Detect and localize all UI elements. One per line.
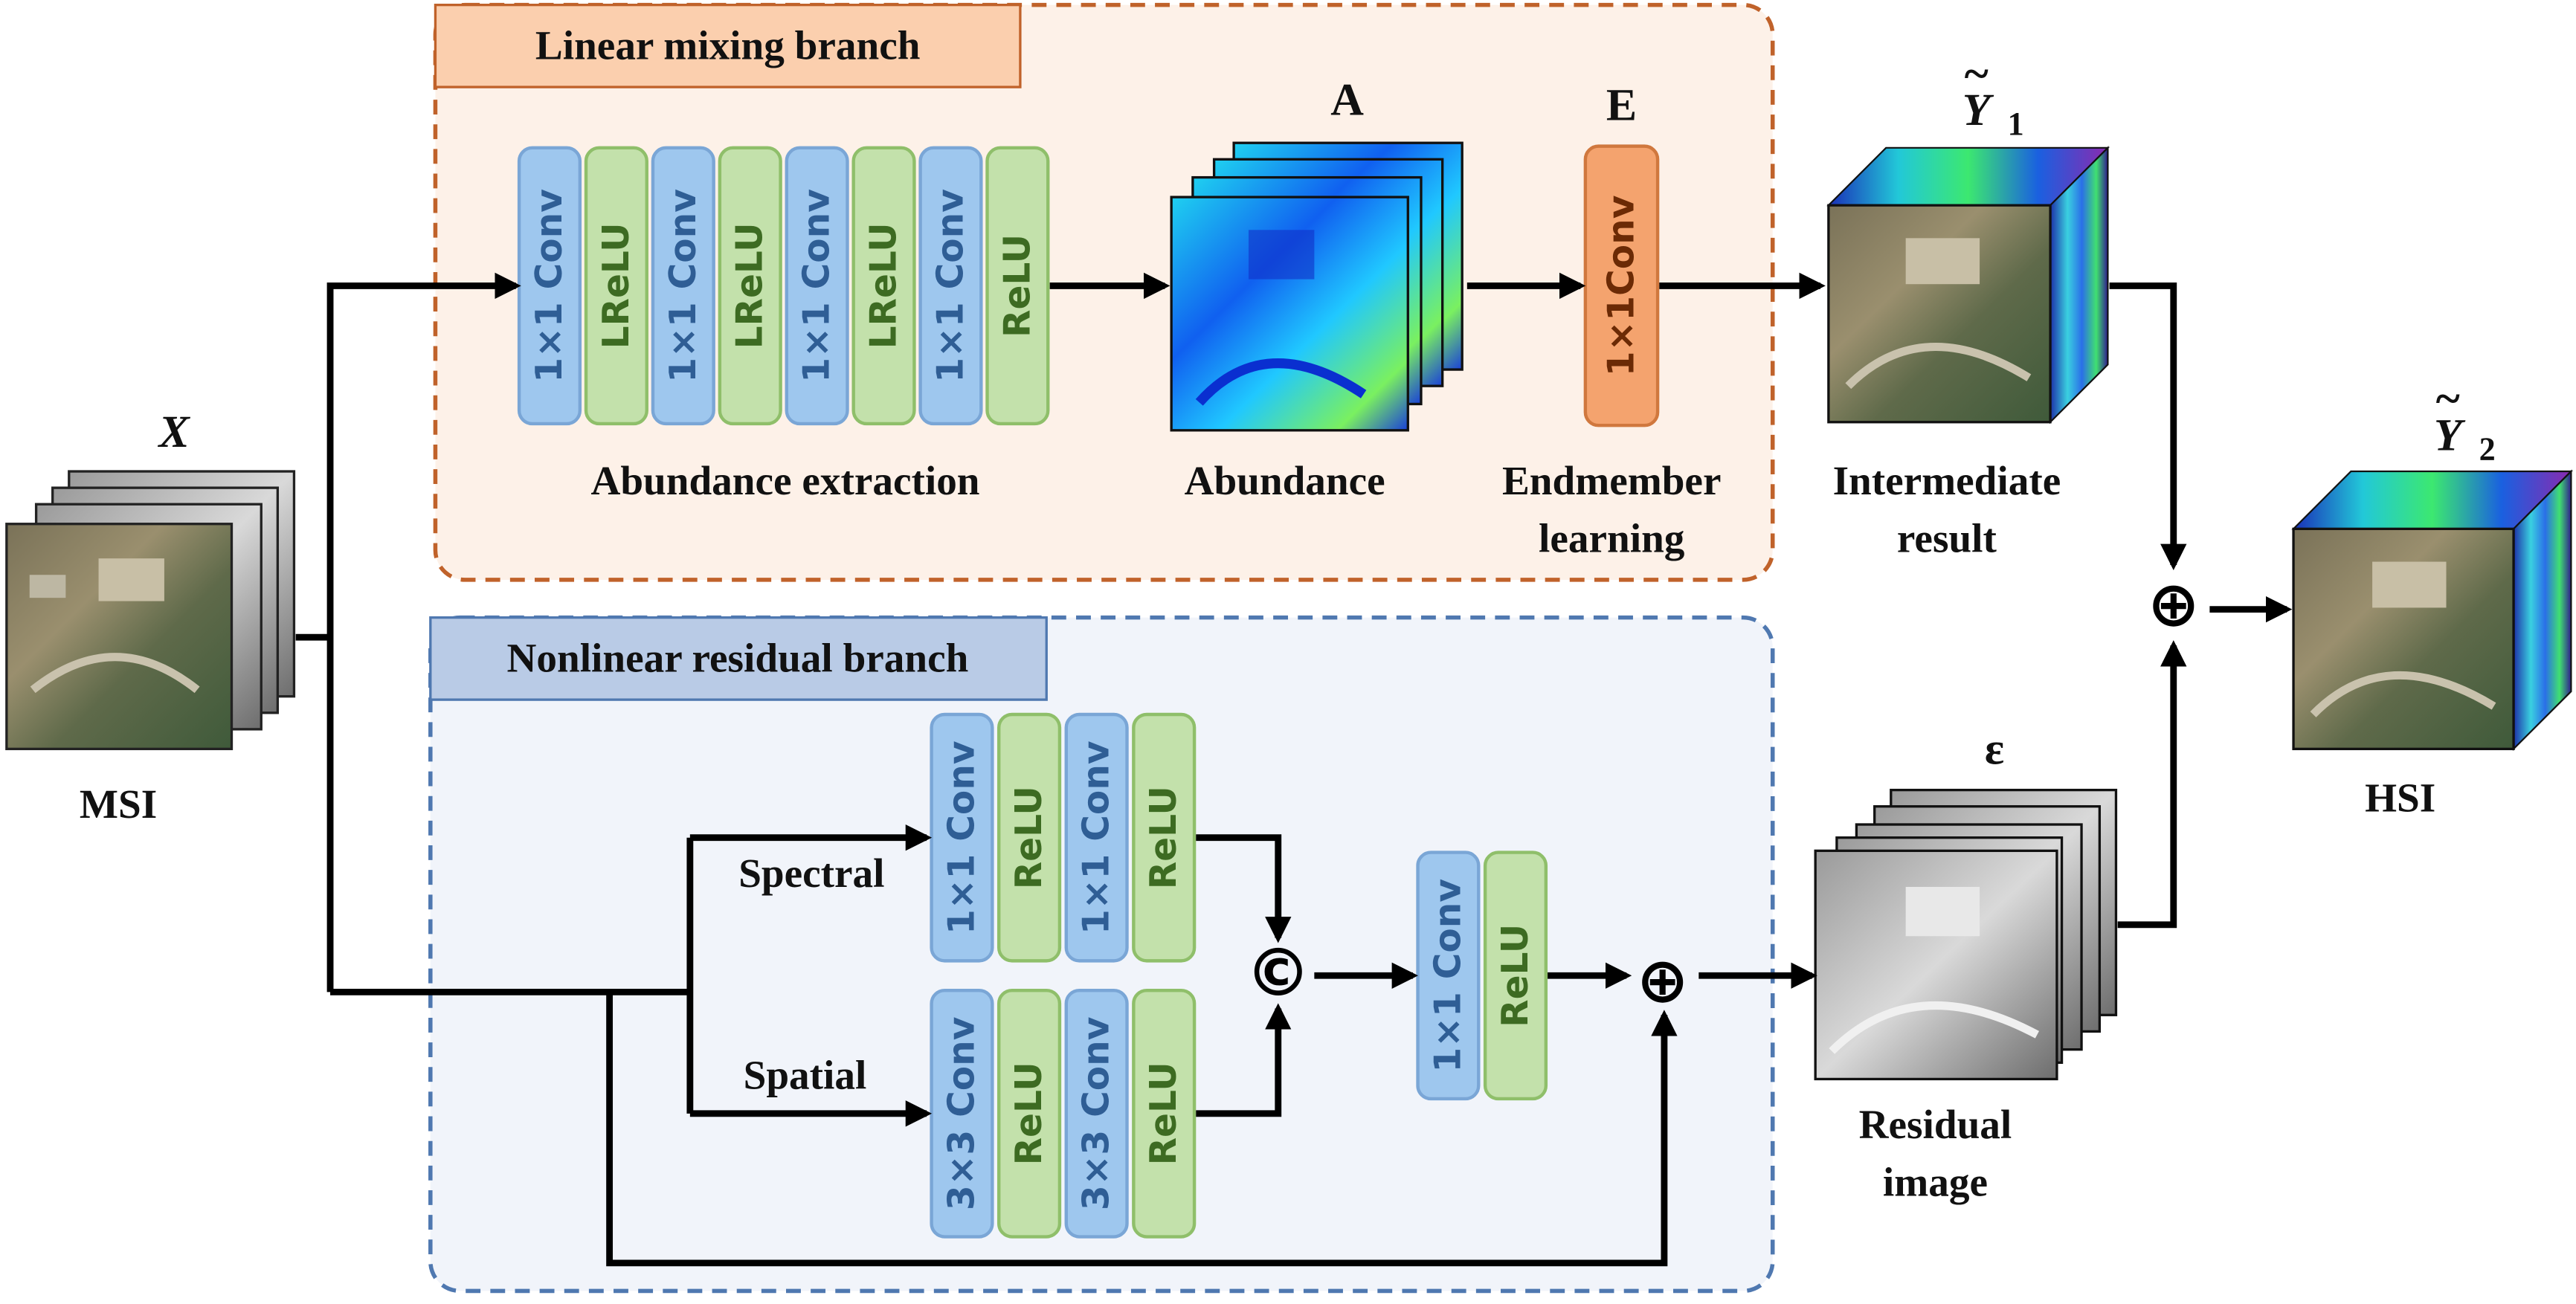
residual-label-line2: image [1883, 1159, 1988, 1204]
intermediate-label-line2: result [1897, 515, 1997, 561]
block-label: 1×1 Conv [663, 189, 704, 383]
activation-block: ReLU [1132, 712, 1197, 963]
block-label: 3×3 Conv [941, 1017, 982, 1211]
block-label: 1×1 Conv [1427, 879, 1469, 1073]
connectors [295, 272, 2293, 1267]
block-label: ReLU [996, 234, 1038, 338]
conv-block: 1×1 Conv [651, 146, 715, 426]
fusion-blocks: 1×1 Conv ReLU [1416, 850, 1548, 1101]
nonlinear-branch-title: Nonlinear residual branch [507, 636, 969, 681]
block-label: 1×1 Conv [930, 189, 971, 383]
abundance-symbol: A [1330, 75, 1364, 126]
residual-image-stack [1814, 788, 2118, 1081]
activation-block: ReLU [1483, 850, 1548, 1101]
spatial-label: Spatial [744, 1053, 867, 1098]
output-label: HSI [2365, 775, 2435, 820]
endmember-label-line2: learning [1539, 515, 1685, 561]
conv-block: 1×1 Conv [930, 712, 994, 963]
output-subscript: 2 [2479, 431, 2496, 468]
block-label: 1×1 Conv [1076, 740, 1118, 935]
endmember-label-line1: Endmember [1502, 458, 1721, 503]
input-symbol: X [158, 407, 191, 457]
conv-block: 3×3 Conv [1064, 988, 1129, 1239]
activation-block: LReLU [584, 146, 648, 426]
activation-block: LReLU [718, 146, 782, 426]
intermediate-subscript: 1 [2008, 106, 2024, 142]
intermediate-result-cube [1826, 146, 2110, 425]
spectral-blocks: 1×1 Conv ReLU 1×1 Conv ReLU [930, 712, 1197, 963]
block-label: ReLU [1143, 1062, 1185, 1165]
block-label: ReLU [1143, 786, 1185, 889]
endmember-block-group: 1×1Conv [1583, 144, 1660, 427]
residual-label-line1: Residual [1859, 1102, 2012, 1147]
conv-block: 1×1 Conv [785, 146, 849, 426]
block-label: ReLU [1008, 786, 1050, 889]
output-tilde: ~ [2436, 374, 2460, 425]
abundance-label: Abundance [1185, 458, 1385, 503]
abundance-extraction-blocks: 1×1 Conv LReLU 1×1 Conv LReLU 1×1 Conv LReLU 1… [517, 146, 1050, 426]
residual-add-symbol: ⊕ [1637, 944, 1689, 1017]
msi-image-stack [5, 470, 296, 751]
block-label: 1×1 Conv [941, 740, 982, 935]
conv-block: 1×1 Conv [1064, 712, 1129, 963]
hsi-output-cube [2291, 469, 2574, 752]
conv-block: 3×3 Conv [930, 988, 994, 1239]
block-label: 1×1 Conv [529, 189, 570, 383]
conv-block: 1×1 Conv [918, 146, 983, 426]
intermediate-label-line1: Intermediate [1833, 458, 2061, 503]
abundance-extraction-label: Abundance extraction [590, 458, 979, 503]
activation-block: ReLU [1132, 988, 1197, 1239]
endmember-conv-block: 1×1Conv [1583, 144, 1660, 427]
block-label: 1×1 Conv [796, 189, 838, 383]
activation-block: LReLU [851, 146, 916, 426]
block-label: 3×3 Conv [1076, 1017, 1118, 1211]
block-label: LReLU [596, 222, 637, 349]
nonlinear-branch-title-box [429, 616, 1048, 701]
block-label: ReLU [1008, 1062, 1050, 1165]
abundance-map-stack [1170, 141, 1464, 432]
output-add-symbol: ⊕ [2148, 568, 2200, 641]
block-label: 1×1Conv [1600, 196, 1642, 377]
endmember-symbol: E [1606, 80, 1637, 130]
linear-branch-title: Linear mixing branch [535, 23, 921, 68]
concat-symbol: © [1246, 935, 1311, 1011]
spatial-blocks: 3×3 Conv ReLU 3×3 Conv ReLU [930, 988, 1197, 1239]
output-symbol: Y [2434, 410, 2466, 460]
activation-block: ReLU [985, 146, 1050, 426]
intermediate-symbol: Y [1962, 85, 1994, 135]
intermediate-tilde: ~ [1965, 48, 1989, 99]
activation-block: ReLU [996, 988, 1062, 1239]
residual-symbol: ε [1985, 723, 2004, 774]
activation-block: ReLU [996, 712, 1062, 963]
input-label: MSI [80, 781, 157, 827]
linear-branch-title-box [434, 3, 1022, 88]
block-label: LReLU [863, 222, 905, 349]
block-label: ReLU [1495, 924, 1536, 1027]
spectral-label: Spectral [738, 850, 884, 896]
block-label: LReLU [730, 222, 771, 349]
conv-block: 1×1 Conv [1416, 850, 1481, 1101]
conv-block: 1×1 Conv [517, 146, 582, 426]
